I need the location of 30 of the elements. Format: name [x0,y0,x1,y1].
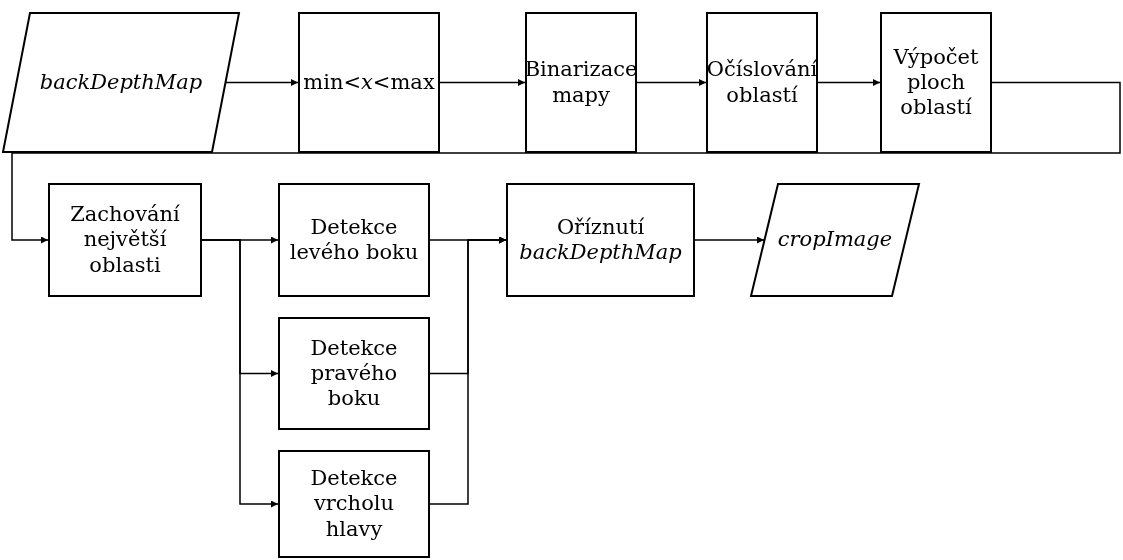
process-box [48,183,202,297]
node-label: Detekce vrcholu hlavy [309,466,399,542]
process-box [278,183,430,297]
process-box [278,317,430,430]
node-label: min<x<max [302,69,436,96]
process-box [706,12,818,153]
arrow [439,79,526,86]
node-label: Výpočet ploch oblastí [892,44,980,121]
data-parallelogram [2,12,240,153]
arrow [225,79,299,86]
process-box [278,450,430,558]
node-label: cropImage [776,227,894,253]
node-label: backDepthMap [38,69,204,96]
arrow [429,236,507,505]
process-box [506,183,695,297]
node-label: Binarizace mapy [523,57,639,108]
arrow [817,79,881,86]
node-label: Oříznutí backDepthMap [518,214,683,266]
node-label: Detekce pravého boku [309,335,399,412]
process-box [298,12,440,153]
arrow [636,79,707,86]
arrow [11,81,1121,244]
arrow [694,236,765,244]
process-box [525,12,637,153]
process-box [880,12,992,153]
node-label: Detekce levého boku [288,214,420,266]
data-parallelogram [750,183,920,297]
node-label: Zachování největší oblasti [69,202,181,278]
node-label: Očíslování oblastí [705,57,819,108]
arrow [201,239,279,508]
